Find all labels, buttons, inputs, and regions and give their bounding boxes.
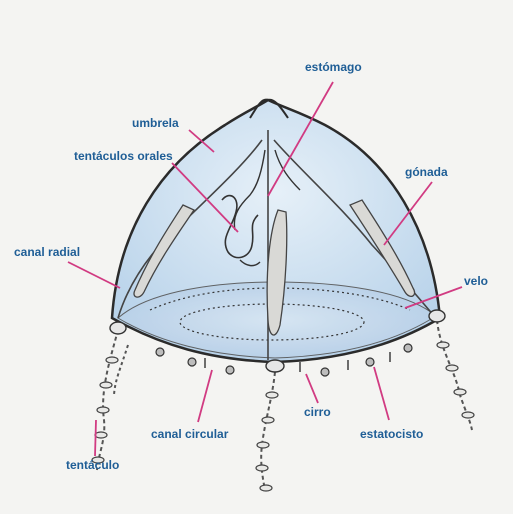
tentacle-far-left [114, 345, 128, 395]
label-estomago: estómago [305, 60, 362, 74]
label-cirro: cirro [304, 405, 331, 419]
label-umbrela: umbrela [132, 116, 179, 130]
leader-estatocisto [374, 367, 389, 420]
label-gonada: gónada [405, 165, 448, 179]
leader-tentaculo [95, 420, 96, 456]
tentacle-center [261, 372, 275, 490]
label-estatocisto: estatocisto [360, 427, 423, 441]
tentacle-left [97, 330, 118, 470]
label-canal-circular: canal circular [151, 427, 228, 441]
label-canal-radial: canal radial [14, 245, 80, 259]
leader-canal-circular [198, 370, 212, 422]
label-velo: velo [464, 274, 488, 288]
leader-canal-radial [68, 262, 120, 288]
label-tentaculo: tentáculo [66, 458, 119, 472]
label-tentaculos-orales: tentáculos orales [74, 149, 173, 163]
leader-cirro [306, 374, 318, 403]
